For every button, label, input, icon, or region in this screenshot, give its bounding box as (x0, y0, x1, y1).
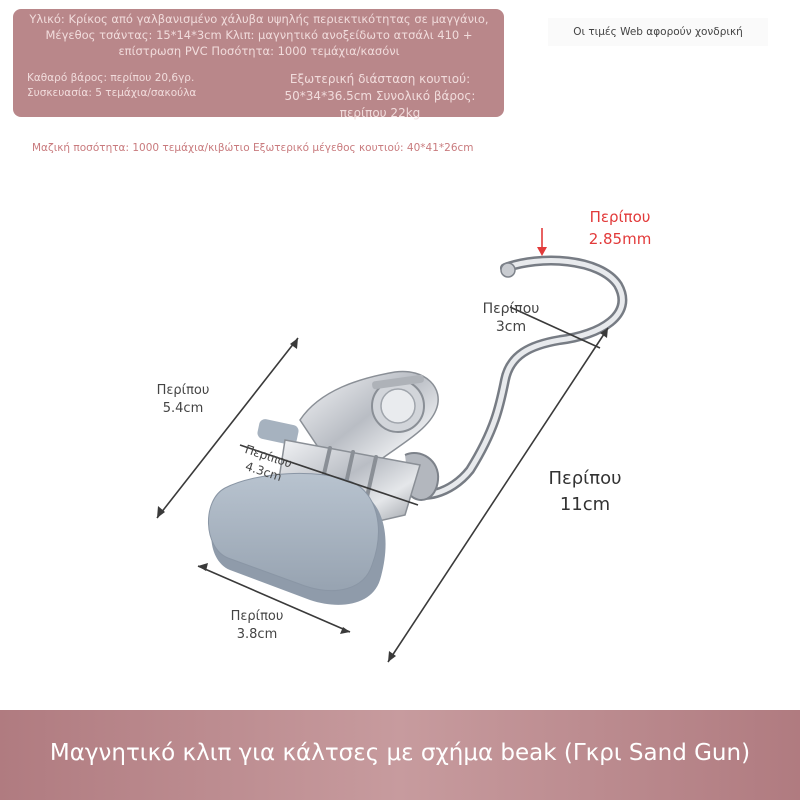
clip-length-value: 5.4cm (162, 401, 204, 416)
approx-text: Περίπου (156, 383, 210, 398)
clip-hook-illustration (156, 228, 628, 663)
wire-value: 2.85mm (588, 230, 652, 248)
clip-width-label: Περίπου 3.8cm (214, 608, 300, 644)
gray-pvc-pad (208, 472, 386, 605)
bulk-quantity-note: Μαζική ποσότητα: 1000 τεμάχια/κιβώτιο Εξ… (32, 142, 474, 154)
approx-text: Περίπου (589, 208, 651, 226)
clip-width-value: 3.8cm (236, 627, 278, 642)
dimension-lines (156, 306, 609, 663)
approx-text: Περίπου (230, 609, 284, 624)
weight-packaging: Καθαρό βάρος: περίπου 20,6γρ. Συσκευασία… (27, 71, 267, 101)
net-weight-text: Καθαρό βάρος: περίπου 20,6γρ. (27, 72, 195, 84)
clip-width-line (197, 565, 351, 633)
hook-width-line (509, 306, 601, 349)
product-title: Μαγνητικό κλιπ για κάλτσες με σχήμα beak… (49, 740, 751, 766)
product-info-box: Υλικό: Κρίκος από γαλβανισμένο χάλυβα υψ… (13, 9, 504, 120)
clip-length-line (156, 337, 299, 519)
material-text: Υλικό: Κρίκος από γαλβανισμένο χάλυβα υψ… (29, 12, 489, 58)
hook-width-label: Περίπου 3cm (468, 300, 554, 336)
clip-body-line (239, 444, 419, 506)
packaging-text: Συσκευασία: 5 τεμάχια/σακούλα (27, 87, 197, 99)
approx-text: Περίπου (482, 301, 540, 317)
approx-text: Περίπου (548, 468, 622, 489)
outer-box-text: Εξωτερική διάσταση κουτιού: 50*34*36.5cm… (284, 72, 476, 120)
total-length-line (387, 327, 609, 663)
total-length-label: Περίπου 11cm (530, 466, 640, 518)
total-value: 11cm (559, 494, 611, 515)
wire-hook (405, 255, 628, 500)
wire-thickness-label: Περίπου 2.85mm (570, 206, 670, 250)
title-banner: Μαγνητικό κλιπ για κάλτσες με σχήμα beak… (0, 710, 800, 800)
wholesale-note: Οι τιμές Web αφορούν χονδρική (548, 18, 768, 46)
dimension-arrowheads (157, 328, 608, 662)
wire-thickness-arrow (537, 228, 547, 256)
hook-value: 3cm (495, 319, 527, 335)
clip-length-label: Περίπου 5.4cm (140, 382, 226, 418)
